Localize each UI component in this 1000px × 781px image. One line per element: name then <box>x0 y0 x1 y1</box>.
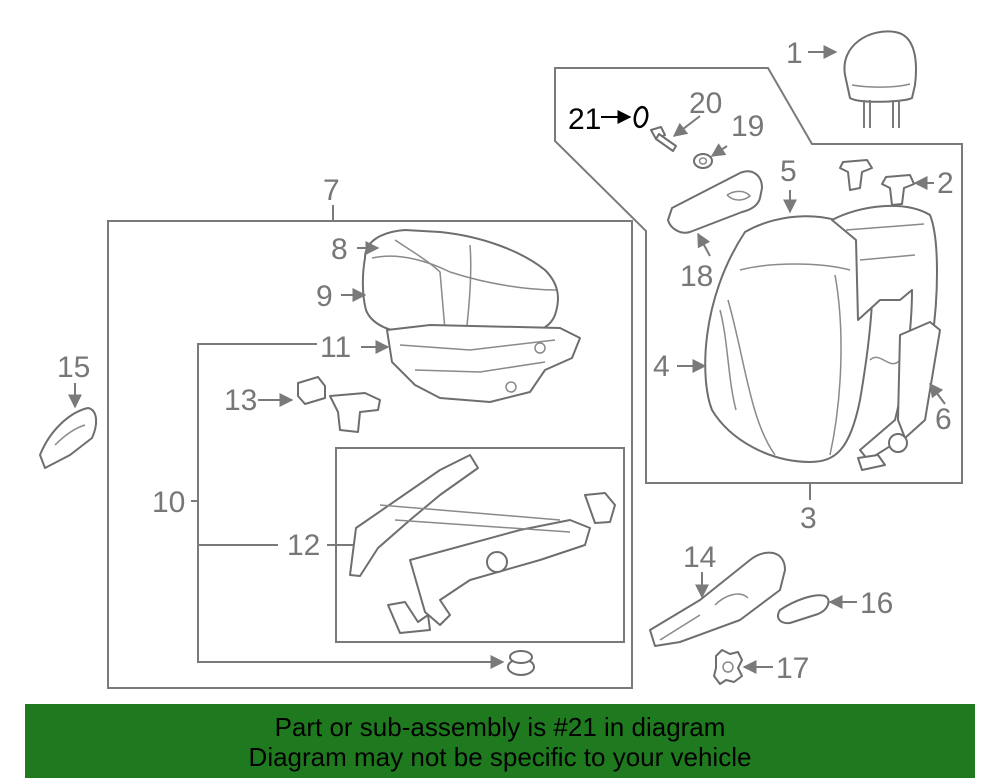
cushion-assembly-box <box>107 220 633 689</box>
banner-line-1: Part or sub-assembly is #21 in diagram <box>274 712 726 742</box>
callout-19[interactable]: 19 <box>731 110 764 143</box>
part-12-seat-track[interactable] <box>349 454 616 634</box>
part-11-cushion-pan[interactable] <box>386 324 581 403</box>
callout-12[interactable]: 12 <box>287 529 320 562</box>
callout-3[interactable]: 3 <box>800 502 817 535</box>
part-15-inner-cover[interactable] <box>39 407 98 469</box>
leader-lines <box>68 45 946 674</box>
part-6-seatback-frame[interactable] <box>831 205 941 471</box>
callout-21[interactable]: 21 <box>568 103 601 136</box>
notice-banner: Part or sub-assembly is #21 in diagram D… <box>25 704 975 778</box>
callout-11[interactable]: 11 <box>320 331 351 364</box>
callout-9[interactable]: 9 <box>316 280 333 313</box>
part-5-seatback-cover[interactable] <box>704 215 874 463</box>
callout-7[interactable]: 7 <box>323 174 340 207</box>
callout-18[interactable]: 18 <box>680 260 713 293</box>
callout-14[interactable]: 14 <box>683 541 716 574</box>
part-19-washer[interactable] <box>693 153 713 169</box>
part-14-side-cover[interactable] <box>649 551 786 647</box>
part-1-headrest[interactable] <box>843 30 917 128</box>
part-8-9-seat-cushion[interactable] <box>361 229 559 337</box>
callout-1[interactable]: 1 <box>786 37 803 70</box>
callout-4[interactable]: 4 <box>653 350 670 383</box>
part-21-cap[interactable] <box>633 105 649 129</box>
part-20-bolt[interactable] <box>650 126 677 152</box>
banner-line-2: Diagram may not be specific to your vehi… <box>248 742 752 772</box>
part-2-headrest-guides[interactable] <box>839 159 915 206</box>
callout-6[interactable]: 6 <box>935 403 952 436</box>
callout-17[interactable]: 17 <box>776 652 809 685</box>
callout-13[interactable]: 13 <box>224 384 257 417</box>
part-16-knob[interactable] <box>777 594 830 625</box>
callout-5[interactable]: 5 <box>780 155 797 188</box>
part-10-cap[interactable] <box>507 650 535 676</box>
callout-10[interactable]: 10 <box>152 486 185 519</box>
seatback-assembly-box <box>554 67 963 484</box>
callout-20[interactable]: 20 <box>689 87 722 120</box>
callout-15[interactable]: 15 <box>57 351 90 384</box>
part-13-clip[interactable] <box>297 376 381 433</box>
callout-labels: 1 2 3 4 5 6 7 8 9 10 11 12 13 14 15 16 1… <box>57 37 954 685</box>
part-17-gear-knob[interactable] <box>713 649 743 685</box>
callout-16[interactable]: 16 <box>860 587 893 620</box>
callout-8[interactable]: 8 <box>331 233 348 266</box>
callout-2[interactable]: 2 <box>937 167 954 200</box>
part-18-armrest[interactable] <box>667 170 763 234</box>
